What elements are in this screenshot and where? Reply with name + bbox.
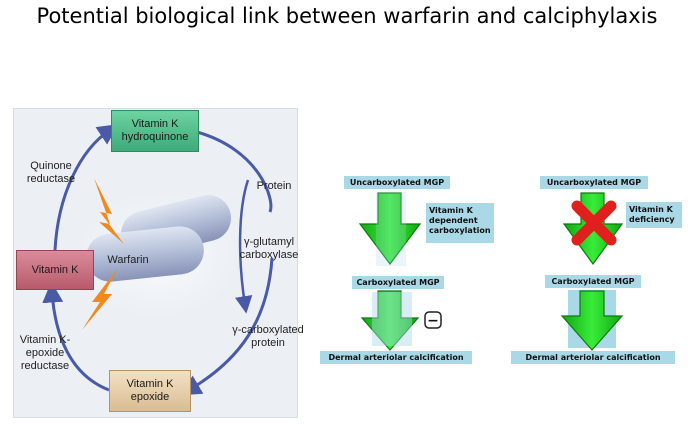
gamma-carboxylase-label: γ-glutamyl carboxylase (239, 236, 299, 261)
vitamin-k-box: Vitamin K (16, 250, 94, 290)
deficient-dermal-calcification: Dermal arteriolar calcification (511, 351, 675, 364)
quinone-reductase-label: Quinone reductase (26, 160, 76, 185)
deficient-uncarboxylated-mgp: Uncarboxylated MGP (540, 176, 648, 189)
normal-arrow-1-highlight (376, 192, 406, 266)
deficiency-note: Vitamin K deficiency (626, 202, 682, 228)
arc-bottom-left-arrow (42, 281, 110, 392)
warfarin-pill-icon (86, 195, 232, 282)
normal-carboxylation-note: Vitamin K dependent carboxylation (426, 203, 494, 243)
vitamin-k-hydroquinone-box: Vitamin K hydroquinone (111, 110, 199, 152)
warfarin-label: Warfarin (107, 254, 149, 266)
lightning-upper-icon (94, 178, 124, 244)
normal-uncarboxylated-mgp: Uncarboxylated MGP (344, 176, 450, 189)
vitamin-k-epoxide-box: Vitamin K epoxide (109, 370, 191, 412)
gamma-carboxylated-protein-label: γ-carboxylated protein (232, 324, 304, 349)
deficient-carboxylated-mgp: Carboxylated MGP (545, 275, 641, 288)
arc-bottom-right-arrow (179, 257, 274, 396)
protein-branch-arrow (235, 179, 253, 314)
normal-dermal-calcification: Dermal arteriolar calcification (320, 351, 472, 364)
epoxide-reductase-label: Vitamin K-epoxide reductase (19, 334, 71, 372)
normal-arrow-2-highlight (372, 292, 412, 346)
inhibit-symbol: − (427, 313, 439, 329)
blocked-cross-icon (571, 200, 617, 246)
slide-title: Potential biological link between warfar… (36, 4, 658, 28)
inhibit-symbol-frame (424, 311, 442, 329)
arc-top-right-arrow (196, 130, 273, 213)
normal-carboxylated-mgp: Carboxylated MGP (352, 276, 444, 289)
deficient-arrow-2 (560, 290, 624, 351)
arc-top-left-arrow (53, 124, 119, 251)
lightning-lower-icon (82, 268, 118, 330)
protein-label: Protein (256, 180, 292, 192)
normal-arrow-1 (358, 192, 422, 265)
normal-arrow-2 (360, 290, 420, 351)
